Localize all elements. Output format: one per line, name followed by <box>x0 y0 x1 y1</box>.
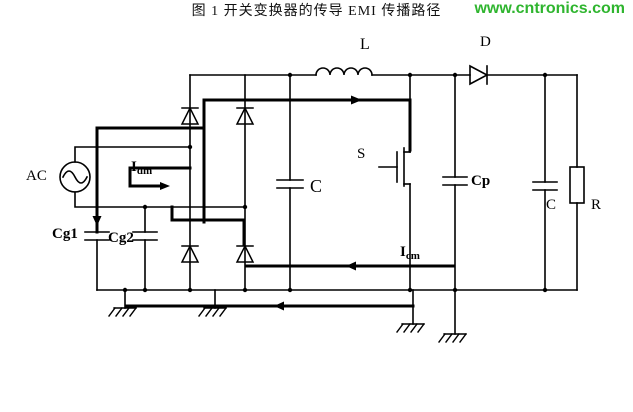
label-icm-current: Icm <box>400 245 420 262</box>
figure-caption: 图 1 开关变换器的传导 EMI 传播路径 <box>191 4 442 19</box>
emi-path-common-mode-top <box>95 98 412 234</box>
bridge-rectifier <box>181 74 254 291</box>
arrow-right-top-icon <box>351 95 362 105</box>
label-icm-sub: cm <box>405 250 420 262</box>
current-arrows <box>92 95 362 311</box>
ac-source <box>59 146 246 208</box>
arrow-right-idm-icon <box>160 182 170 190</box>
load-resistor <box>569 74 585 291</box>
label-ac-source: AC <box>26 168 47 184</box>
bulk-capacitor <box>276 74 304 291</box>
emi-paths <box>95 98 455 308</box>
ground-capacitors <box>84 206 158 291</box>
label-output-capacitor: C <box>546 197 557 213</box>
label-diode: D <box>480 34 491 50</box>
label-idm-base: I <box>131 159 137 175</box>
label-idm-sub: dm <box>136 165 153 177</box>
label-idm-current: Idm <box>131 160 152 177</box>
label-parasitic-capacitor: Cp <box>471 173 491 189</box>
label-cg2: Cg2 <box>108 230 134 246</box>
label-inductor: L <box>360 36 370 53</box>
inductor-coil <box>315 67 373 76</box>
boost-diode <box>469 64 489 86</box>
arrow-left-ground-icon <box>274 301 284 311</box>
parasitic-capacitor <box>442 74 468 335</box>
label-cg1: Cg1 <box>52 226 78 242</box>
emi-path-lower-bridge <box>170 205 246 246</box>
emi-path-differential-mode <box>128 166 192 188</box>
label-resistor: R <box>591 197 602 213</box>
label-switch: S <box>357 146 366 162</box>
output-capacitor <box>532 74 558 291</box>
label-icm-base: I <box>400 244 406 260</box>
junction-dots <box>122 72 548 293</box>
arrow-left-icm-icon <box>346 261 356 271</box>
arrow-down-cg1-icon <box>92 216 102 226</box>
watermark-text: www.cntronics.com <box>474 0 625 17</box>
label-bulk-capacitor: C <box>310 176 323 196</box>
top-rail <box>189 64 578 86</box>
